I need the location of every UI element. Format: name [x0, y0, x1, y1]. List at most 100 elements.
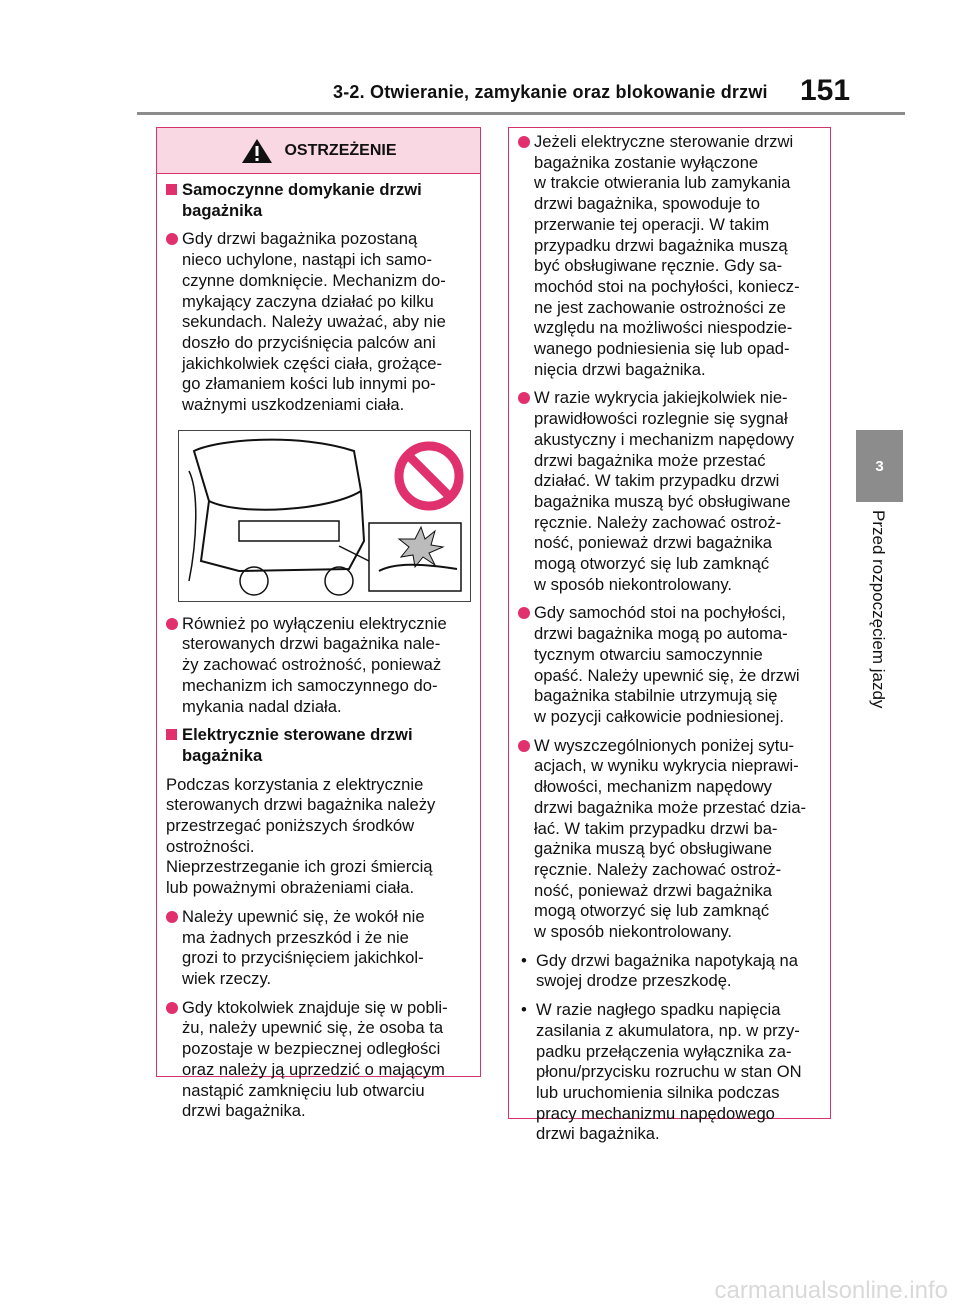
- text-line: mogą otworzyć się lub zamknąć: [534, 554, 770, 574]
- text-line: Podczas korzystania z elektrycznie: [166, 774, 424, 794]
- text-line: wiek rzeczy.: [182, 968, 272, 988]
- text-line: drzwi bagażnika może przestać dzia-: [534, 797, 807, 817]
- header-rule: [137, 112, 905, 115]
- text-line: opaść. Należy upewnić się, że drzwi: [534, 665, 800, 685]
- warning-header: OSTRZEŻENIE: [157, 128, 480, 174]
- text-line: mykający zaczyna działać po kilku: [182, 291, 434, 311]
- text-line: żu, należy upewnić się, że osoba ta: [182, 1018, 444, 1038]
- text-line: przerwanie tej operacji. W takim: [534, 214, 770, 234]
- bullet-item: Gdy samochód stoi na pochyłości,drzwi ba…: [518, 603, 822, 727]
- text-line: doszło do przyciśnięcia palców ani: [182, 332, 436, 352]
- text-line: Jeżeli elektryczne sterowanie drzwi: [534, 132, 794, 151]
- sub-bullet-item: Gdy drzwi bagażnika napotykają naswojej …: [518, 951, 822, 992]
- text-line: ność, ponieważ drzwi bagażnika: [534, 533, 772, 553]
- text-line: Elektrycznie sterowane drzwi: [182, 725, 413, 745]
- text-line: drzwi bagażnika mogą po automa-: [534, 624, 788, 644]
- tailgate-illustration-graphic: [188, 438, 464, 596]
- tailgate-pinch-illustration: [178, 429, 471, 602]
- text-line: drzwi bagażnika.: [182, 1101, 306, 1121]
- text-line: mogą otworzyć się lub zamknąć: [534, 901, 770, 921]
- text-line: zasilania z akumulatora, np. w przy-: [536, 1020, 800, 1040]
- text-line: padku przełączenia wyłącznika za-: [536, 1041, 792, 1061]
- text-line: mechanizm ich samoczynnego do-: [182, 675, 438, 695]
- text-line: W razie wykrycia jakiejkolwiek nie-: [534, 388, 788, 408]
- text-line: bagażnika: [182, 745, 263, 765]
- text-line: bagażnika muszą być obsługiwane: [534, 491, 791, 511]
- text-line: gażnika muszą być obsługiwane: [534, 839, 772, 859]
- text-line: Gdy drzwi bagażnika napotykają na: [536, 950, 798, 970]
- watermark: carmanualsonline.info: [714, 1277, 948, 1304]
- chapter-tab: 3: [856, 430, 903, 502]
- text-line: Gdy drzwi bagażnika pozostaną: [182, 229, 418, 249]
- text-line: drzwi bagażnika.: [536, 1124, 660, 1144]
- text-line: Należy upewnić się, że wokół nie: [182, 906, 425, 926]
- text-line: bagażnika stabilnie utrzymują się: [534, 686, 778, 706]
- text-line: sterowanych drzwi bagażnika należy: [166, 795, 436, 815]
- text-line: Nieprzestrzeganie ich grozi śmiercią: [166, 857, 433, 877]
- text-line: względu na możliwości niespodzie-: [534, 318, 793, 338]
- text-line: ręcznie. Należy zachować ostroż-: [534, 859, 782, 879]
- text-line: łać. W takim przypadku drzwi ba-: [534, 818, 778, 838]
- text-line: dłowości, mechanizm napędowy: [534, 777, 772, 797]
- text-line: być obsługiwane ręcznie. Gdy sa-: [534, 256, 783, 276]
- text-line: w pozycji całkowicie podniesionej.: [534, 706, 784, 726]
- text-line: ma żadnych przeszkód i że nie: [182, 927, 409, 947]
- text-line: ne jest zachowanie ostrożności ze: [534, 297, 786, 317]
- text-line: swojej drodze przeszkodę.: [536, 971, 732, 991]
- text-line: przypadku drzwi bagażnika muszą: [534, 235, 788, 255]
- sub-bullet-item: W razie nagłego spadku napięciazasilania…: [518, 1000, 822, 1145]
- warning-title: OSTRZEŻENIE: [284, 141, 397, 159]
- text-line: czynne domknięcie. Mechanizm do-: [182, 270, 446, 290]
- text-line: drzwi bagażnika, spowoduje to: [534, 194, 760, 214]
- text-line: W wyszczególnionych poniżej sytu-: [534, 735, 795, 755]
- text-line: przestrzegać poniższych środków: [166, 816, 415, 836]
- text-line: pracy mechanizmu napędowego: [536, 1103, 775, 1123]
- text-line: sekundach. Należy uważać, aby nie: [182, 312, 446, 332]
- bullet-item: W razie wykrycia jakiejkolwiek nie-prawi…: [518, 388, 822, 595]
- warning-triangle-icon: [242, 138, 273, 163]
- text-line: płonu/przycisku rozruchu w stan ON: [536, 1062, 802, 1082]
- bullet-item: Gdy ktokolwiek znajduje się w pobli-żu, …: [166, 998, 472, 1122]
- text-line: bagażnika zostanie wyłączone: [534, 152, 759, 172]
- text-line: pozostaje w bezpiecznej odległości: [182, 1039, 441, 1059]
- text-line: w trakcie otwierania lub zamykania: [534, 173, 791, 193]
- text-line: bagażnika: [182, 200, 263, 220]
- text-line: ostrożności.: [166, 836, 255, 856]
- text-line: W razie nagłego spadku napięcia: [536, 1000, 781, 1020]
- running-header: 3-2. Otwieranie, zamykanie oraz blokowan…: [333, 82, 768, 102]
- text-line: Gdy samochód stoi na pochyłości,: [534, 603, 786, 623]
- text-line: Gdy ktokolwiek znajduje się w pobli-: [182, 997, 448, 1017]
- text-line: nieco uchylone, nastąpi ich samo-: [182, 250, 432, 270]
- text-line: go złamaniem kości lub innymi po-: [182, 374, 436, 394]
- text-line: w sposób niekontrolowany.: [534, 922, 733, 942]
- text-line: akustyczny i mechanizm napędowy: [534, 429, 795, 449]
- text-line: drzwi bagażnika może przestać: [534, 450, 766, 470]
- text-line: mykania nadal działa.: [182, 696, 342, 716]
- text-line: oraz należy ją uprzedzić o mającym: [182, 1059, 445, 1079]
- text-line: lub poważnymi obrażeniami ciała.: [166, 878, 415, 898]
- text-line: ważnymi uszkodzeniami ciała.: [182, 395, 405, 415]
- text-line: ręcznie. Należy zachować ostroż-: [534, 512, 782, 532]
- text-line: ży zachować ostrożność, ponieważ: [182, 655, 442, 675]
- text-line: nięcia drzwi bagażnika.: [534, 359, 706, 379]
- chapter-label: Przed rozpoczęciem jazdy: [869, 510, 888, 709]
- text-line: ność, ponieważ drzwi bagażnika: [534, 880, 772, 900]
- text-line: mochód stoi na pochyłości, koniecz-: [534, 276, 800, 296]
- page-number: 151: [800, 74, 851, 107]
- text-line: nastąpić zamknięciu lub otwarciu: [182, 1080, 425, 1100]
- bullet-item: W wyszczególnionych poniżej sytu-acjach,…: [518, 736, 822, 943]
- text-line: prawidłowości rozlegnie się sygnał: [534, 409, 788, 429]
- text-line: lub uruchomienia silnika podczas: [536, 1082, 780, 1102]
- text-line: grozi to przyciśnięciem jakichkol-: [182, 948, 424, 968]
- text-line: jakichkolwiek części ciała, grożące-: [182, 353, 443, 373]
- text-line: Również po wyłączeniu elektrycznie: [182, 613, 447, 633]
- text-line: tycznym otwarciu samoczynnie: [534, 644, 763, 664]
- text-line: acjach, w wyniku wykrycia nieprawi-: [534, 756, 799, 776]
